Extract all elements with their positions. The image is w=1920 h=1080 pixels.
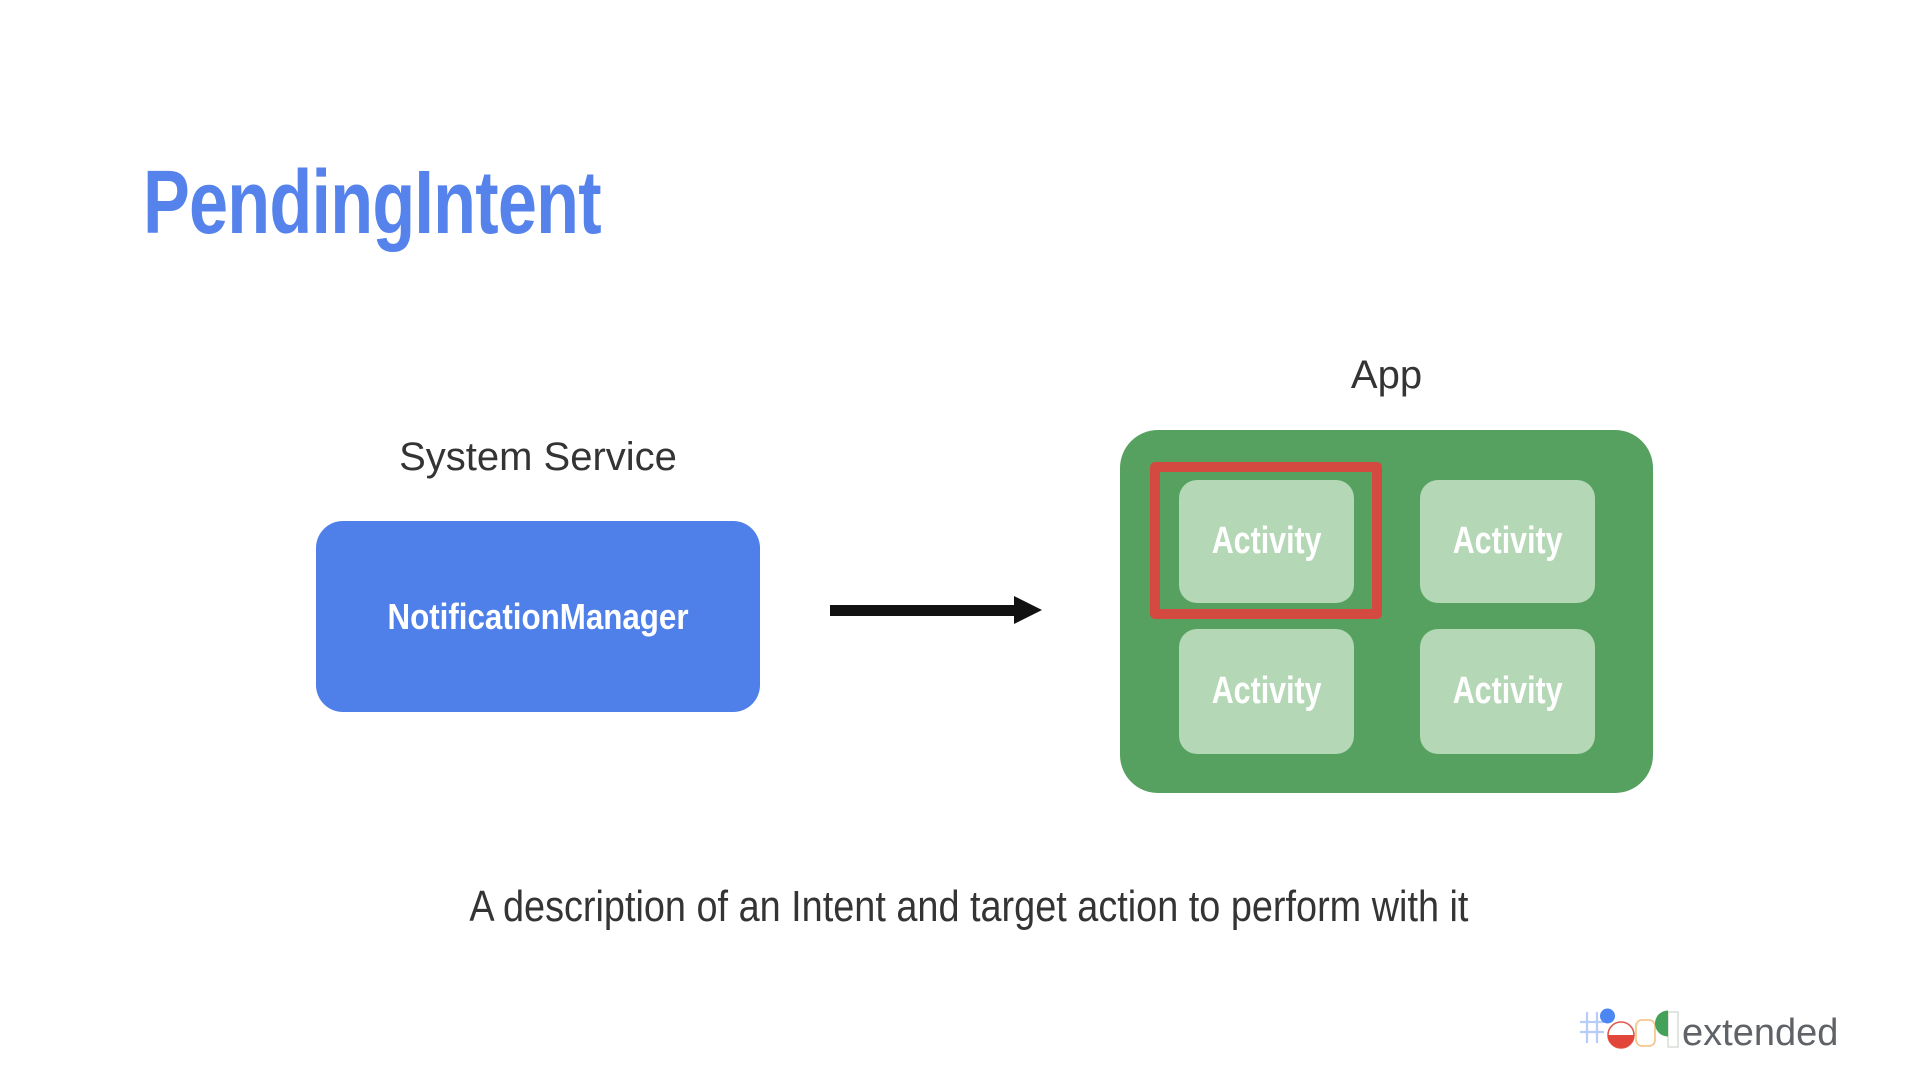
activity-tile-label: Activity (1452, 670, 1563, 712)
logo-yellow-square-icon (1635, 1019, 1656, 1047)
activity-tile-label: Activity (1452, 520, 1563, 562)
activity-tile-label: Activity (1211, 520, 1322, 562)
activity-highlight-frame (1150, 462, 1382, 619)
logo-blue-dot-icon (1600, 1008, 1615, 1024)
caption-text: A description of an Intent and target ac… (469, 882, 1469, 931)
app-label: App (1350, 353, 1423, 397)
page-title: PendingIntent (143, 153, 602, 253)
activity-tile-highlighted: Activity (1179, 480, 1354, 603)
logo-text: extended (1682, 1012, 1838, 1054)
io-extended-logo: extended (1576, 996, 1846, 1056)
activity-tile: Activity (1420, 480, 1595, 603)
logo-red-circle-icon (1607, 1021, 1635, 1049)
system-service-label: System Service (399, 435, 677, 479)
activity-tile: Activity (1179, 629, 1354, 754)
right-arrow-icon (830, 605, 1016, 616)
activity-tile: Activity (1420, 629, 1595, 754)
caption: A description of an Intent and target ac… (18, 882, 1920, 932)
logo-green-flag-icon (1655, 1010, 1679, 1048)
hash-icon (1580, 1012, 1604, 1043)
notification-manager-box-label: NotificationManager (387, 595, 689, 637)
right-arrow-head-icon (1014, 596, 1042, 624)
activity-tile-label: Activity (1211, 670, 1322, 712)
notification-manager-box: NotificationManager (316, 521, 760, 712)
